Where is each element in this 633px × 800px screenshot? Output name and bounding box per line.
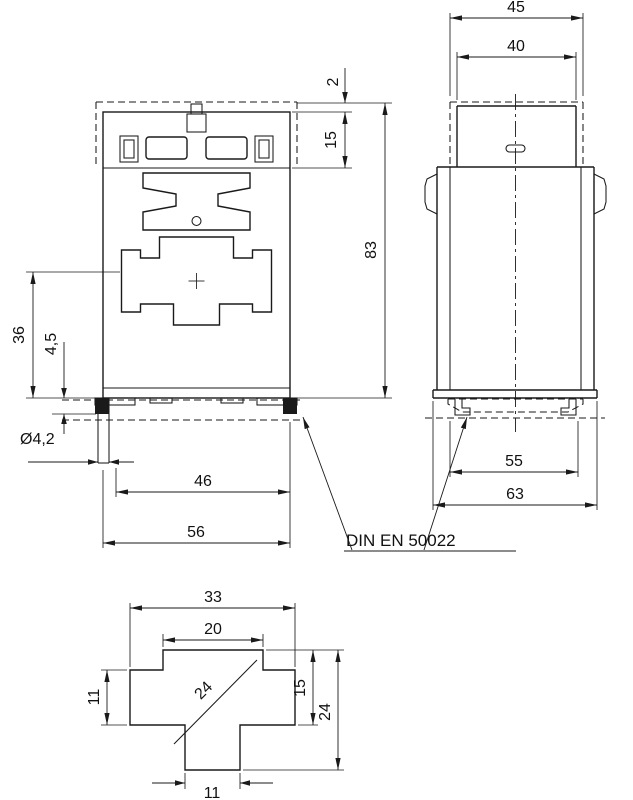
dim-detail-arm-height: 11 [86, 670, 110, 725]
dim-cover-width-text: 45 [507, 0, 525, 16]
dim-pin-diameter: Ø4,2 [20, 431, 134, 465]
dim-detail-upper-height: 15 [292, 650, 316, 725]
dim-terminal-width: 40 [457, 38, 576, 60]
dim-detail-lower-width: 11 [152, 780, 273, 800]
front-view: 2 15 83 36 4,5 Ø4,2 [11, 68, 392, 548]
dim-window-center-height-text: 36 [11, 326, 28, 344]
dim-overall-height: 83 [363, 103, 388, 398]
dim-detail-diagonal-text: 24 [192, 678, 217, 703]
dim-overall-width-text: 56 [187, 524, 205, 541]
dim-overall-height-text: 83 [363, 241, 380, 259]
dim-cover-offset-text: 2 [325, 77, 342, 86]
side-body-outline [432, 105, 598, 399]
dim-cover-offset: 2 [325, 68, 348, 103]
window-detail-view: 33 20 24 11 15 24 11 [86, 589, 344, 800]
dim-detail-upper-width: 33 [130, 589, 295, 611]
dim-rail-clearance-text: 4,5 [43, 333, 60, 355]
dim-rail-width: 55 [450, 453, 578, 475]
dim-rail-clearance: 4,5 [43, 333, 67, 434]
dim-detail-total-height-text: 24 [317, 703, 334, 721]
front-body-outline [102, 111, 291, 399]
side-rail-hidden [425, 398, 605, 419]
dim-detail-arm-height-text: 11 [86, 689, 103, 706]
dim-overall-depth: 63 [433, 486, 597, 508]
dim-detail-lower-width-text: 11 [204, 785, 221, 800]
dim-detail-total-height: 24 [317, 650, 341, 770]
detail-window-outline [129, 649, 296, 771]
dim-window-center-height: 36 [11, 272, 36, 398]
dim-terminal-width-text: 40 [507, 38, 525, 55]
front-extension-lines [26, 102, 392, 548]
dim-overall-depth-text: 63 [506, 486, 524, 503]
din-rail-standard-label: DIN EN 50022 [346, 531, 456, 550]
dim-cover-width: 45 [450, 0, 583, 21]
front-rail-mount [62, 397, 304, 464]
dim-overall-width: 56 [103, 524, 290, 546]
dim-detail-upper-height-text: 15 [292, 679, 309, 697]
front-window-opening [120, 236, 273, 326]
dim-terminal-height-text: 15 [323, 131, 340, 149]
side-mounting-ears [424, 173, 607, 215]
front-terminal-details [119, 103, 274, 163]
dim-pin-diameter-text: Ø4,2 [20, 431, 55, 448]
mounting-pin [97, 398, 110, 464]
dim-detail-slot-width-text: 20 [204, 621, 222, 638]
side-extension-lines [432, 13, 598, 510]
front-spring-clamp [142, 172, 251, 231]
din-rail-annotation: DIN EN 50022 [302, 416, 516, 552]
dim-pin-spacing-text: 46 [194, 473, 212, 490]
dim-detail-slot-width: 20 [163, 621, 263, 643]
detail-extension-lines [101, 603, 344, 789]
side-view: 45 40 55 63 [424, 0, 607, 510]
side-cover-hidden-outline [449, 101, 584, 167]
front-cover-hidden-outline [95, 101, 298, 168]
dim-detail-upper-width-text: 33 [204, 589, 222, 606]
dim-pin-spacing: 46 [116, 473, 290, 495]
dim-rail-width-text: 55 [505, 453, 523, 470]
dim-terminal-height: 15 [323, 112, 348, 168]
dim-detail-diagonal: 24 [192, 678, 217, 703]
